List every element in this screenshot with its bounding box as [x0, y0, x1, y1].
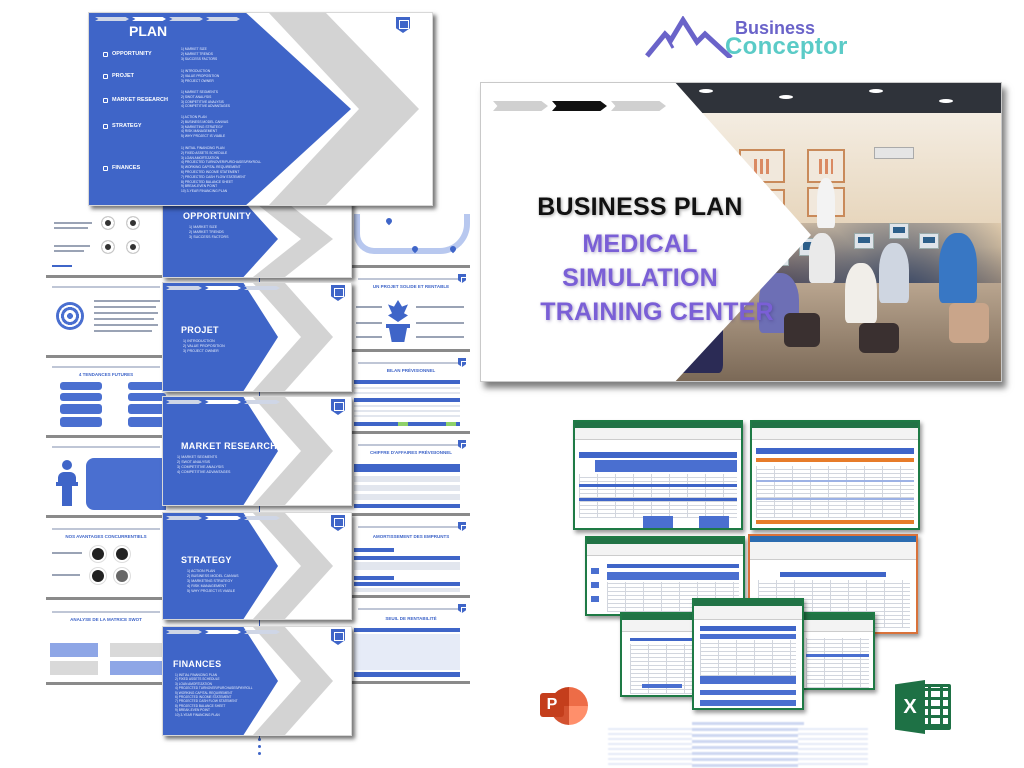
slide-title: UN PROJET SOLIDE ET RENTABLE: [372, 284, 450, 289]
thumbnail-slide-project-presentation[interactable]: [46, 440, 166, 518]
section-items: 1) ACTION PLAN 2) BUSINESS MODEL CANVAS …: [187, 569, 239, 593]
section-items: 1) MARKET SEGMENTS 2) SWOT ANALYSIS 3) C…: [177, 455, 231, 474]
thumbnail-slide-balance-sheet[interactable]: BILAN PRÉVISIONNEL: [352, 356, 470, 434]
section-title: PROJET: [181, 325, 219, 335]
cover-subtitle-line1: MEDICAL: [582, 230, 698, 258]
cover-progress-indicator: [493, 101, 666, 111]
excel-icon: X: [895, 680, 951, 734]
spreadsheet-cash-flow[interactable]: [692, 598, 804, 710]
thumbnail-slide-competitive-advantages[interactable]: NOS AVANTAGES CONCURRENTIELS: [46, 522, 166, 600]
spreadsheet-income-statement[interactable]: [585, 536, 745, 616]
spreadsheet-turnover[interactable]: [573, 420, 743, 530]
continuation-dots: [258, 738, 261, 759]
target-icon: [56, 302, 84, 330]
section-title: MARKET RESEARCH: [181, 441, 278, 451]
thumbnail-slide-opportunity-icons[interactable]: [46, 200, 166, 278]
circle-icon-2: [126, 216, 140, 230]
checkbox-icon: [103, 165, 108, 171]
cover-subtitle-line2: SIMULATION: [562, 264, 718, 292]
plan-section-strategy: STRATEGY: [103, 123, 142, 129]
section-items: 1) MARKET SIZE 2) MARKET TRENDS 3) SUCCE…: [189, 225, 229, 239]
thumbnail-slide-future-trends[interactable]: 4 TENDANCES FUTURES: [46, 360, 166, 438]
spreadsheet-projections[interactable]: [800, 612, 875, 690]
slide-title: CHIFFRE D'AFFAIRES PRÉVISIONNEL: [369, 450, 453, 455]
plan-title: PLAN: [129, 23, 168, 39]
checkbox-icon: [103, 97, 108, 103]
spreadsheet-payroll[interactable]: [750, 420, 920, 530]
plan-section-market-research: MARKET RESEARCH: [103, 97, 168, 103]
cover-subtitle-line3: TRAINING CENTER: [540, 298, 774, 326]
thumbnail-slide-break-even[interactable]: SEUIL DE RENTABILITÉ: [352, 602, 470, 684]
cover-slide[interactable]: BUSINESS PLAN MEDICAL SIMULATION TRAININ…: [480, 82, 1002, 382]
thumbnail-slide-projected-turnover[interactable]: CHIFFRE D'AFFAIRES PRÉVISIONNEL: [352, 438, 470, 516]
circle-icon-3: [101, 240, 115, 254]
cover-title: BUSINESS PLAN: [537, 193, 743, 221]
section-slide-finances[interactable]: FINANCES 1) INITIAL FINANCING PLAN 2) FI…: [162, 626, 352, 736]
powerpoint-icon: P: [540, 685, 588, 733]
slide-title: SEUIL DE RENTABILITÉ: [385, 616, 437, 621]
section-items: 1) INITIAL FINANCING PLAN 2) FIXED ASSET…: [175, 673, 253, 717]
thumbnail-slide-roadmap[interactable]: [352, 200, 470, 268]
section-slide-opportunity[interactable]: OPPORTUNITY 1) MARKET SIZE 2) MARKET TRE…: [162, 200, 352, 278]
slide-title: AMORTISSEMENT DES EMPRUNTS: [372, 534, 450, 539]
plan-slide[interactable]: PLAN OPPORTUNITY 1) MARKET SIZE 2) MARKE…: [88, 12, 433, 206]
section-title: STRATEGY: [181, 555, 232, 565]
slide-title: NOS AVANTAGES CONCURRENTIELS: [65, 534, 147, 539]
thumbnail-slide-swot-analysis[interactable]: ANALYSE DE LA MATRICE SWOT: [46, 605, 166, 685]
thumbnail-slide-loan-amortization[interactable]: AMORTISSEMENT DES EMPRUNTS: [352, 520, 470, 598]
section-slide-strategy[interactable]: STRATEGY 1) ACTION PLAN 2) BUSINESS MODE…: [162, 512, 352, 620]
plan-section-projet: PROJET: [103, 73, 134, 79]
section-title: FINANCES: [173, 659, 222, 669]
thumbnail-slide-solid-project[interactable]: UN PROJET SOLIDE ET RENTABLE: [352, 272, 470, 352]
logo-badge-icon: [396, 17, 410, 33]
plan-section-finances: FINANCES: [103, 165, 140, 171]
brand-line1: Business: [735, 18, 816, 38]
business-conceptor-logo[interactable]: Business Conceptor: [645, 14, 865, 64]
mountain-logo-icon: [645, 16, 733, 58]
thumbnail-slide-success-factors[interactable]: [46, 280, 166, 358]
slide-title: BILAN PRÉVISIONNEL: [386, 368, 436, 373]
checkbox-icon: [103, 73, 108, 79]
spreadsheet-working-capital[interactable]: [620, 612, 700, 697]
section-slide-projet[interactable]: PROJET 1) INTRODUCTION 2) VALUE PROPOSIT…: [162, 282, 352, 392]
plan-section-opportunity: OPPORTUNITY: [103, 51, 152, 57]
slide-title: 4 TENDANCES FUTURES: [78, 372, 134, 377]
section-items: 1) INTRODUCTION 2) VALUE PROPOSITION 3) …: [183, 339, 225, 353]
checkbox-icon: [103, 123, 108, 129]
plant-pot-icon: [386, 300, 410, 344]
circle-icon-4: [126, 240, 140, 254]
section-slide-market-research[interactable]: MARKET RESEARCH 1) MARKET SEGMENTS 2) SW…: [162, 396, 352, 506]
podium-speaker-icon: [56, 460, 78, 510]
brand-line2: Conceptor: [725, 33, 848, 60]
section-title: OPPORTUNITY: [183, 211, 252, 221]
spreadsheet-reflection: [608, 722, 868, 768]
circle-icon-1: [101, 216, 115, 230]
slide-title: ANALYSE DE LA MATRICE SWOT: [70, 617, 142, 622]
checkbox-icon: [103, 51, 108, 57]
